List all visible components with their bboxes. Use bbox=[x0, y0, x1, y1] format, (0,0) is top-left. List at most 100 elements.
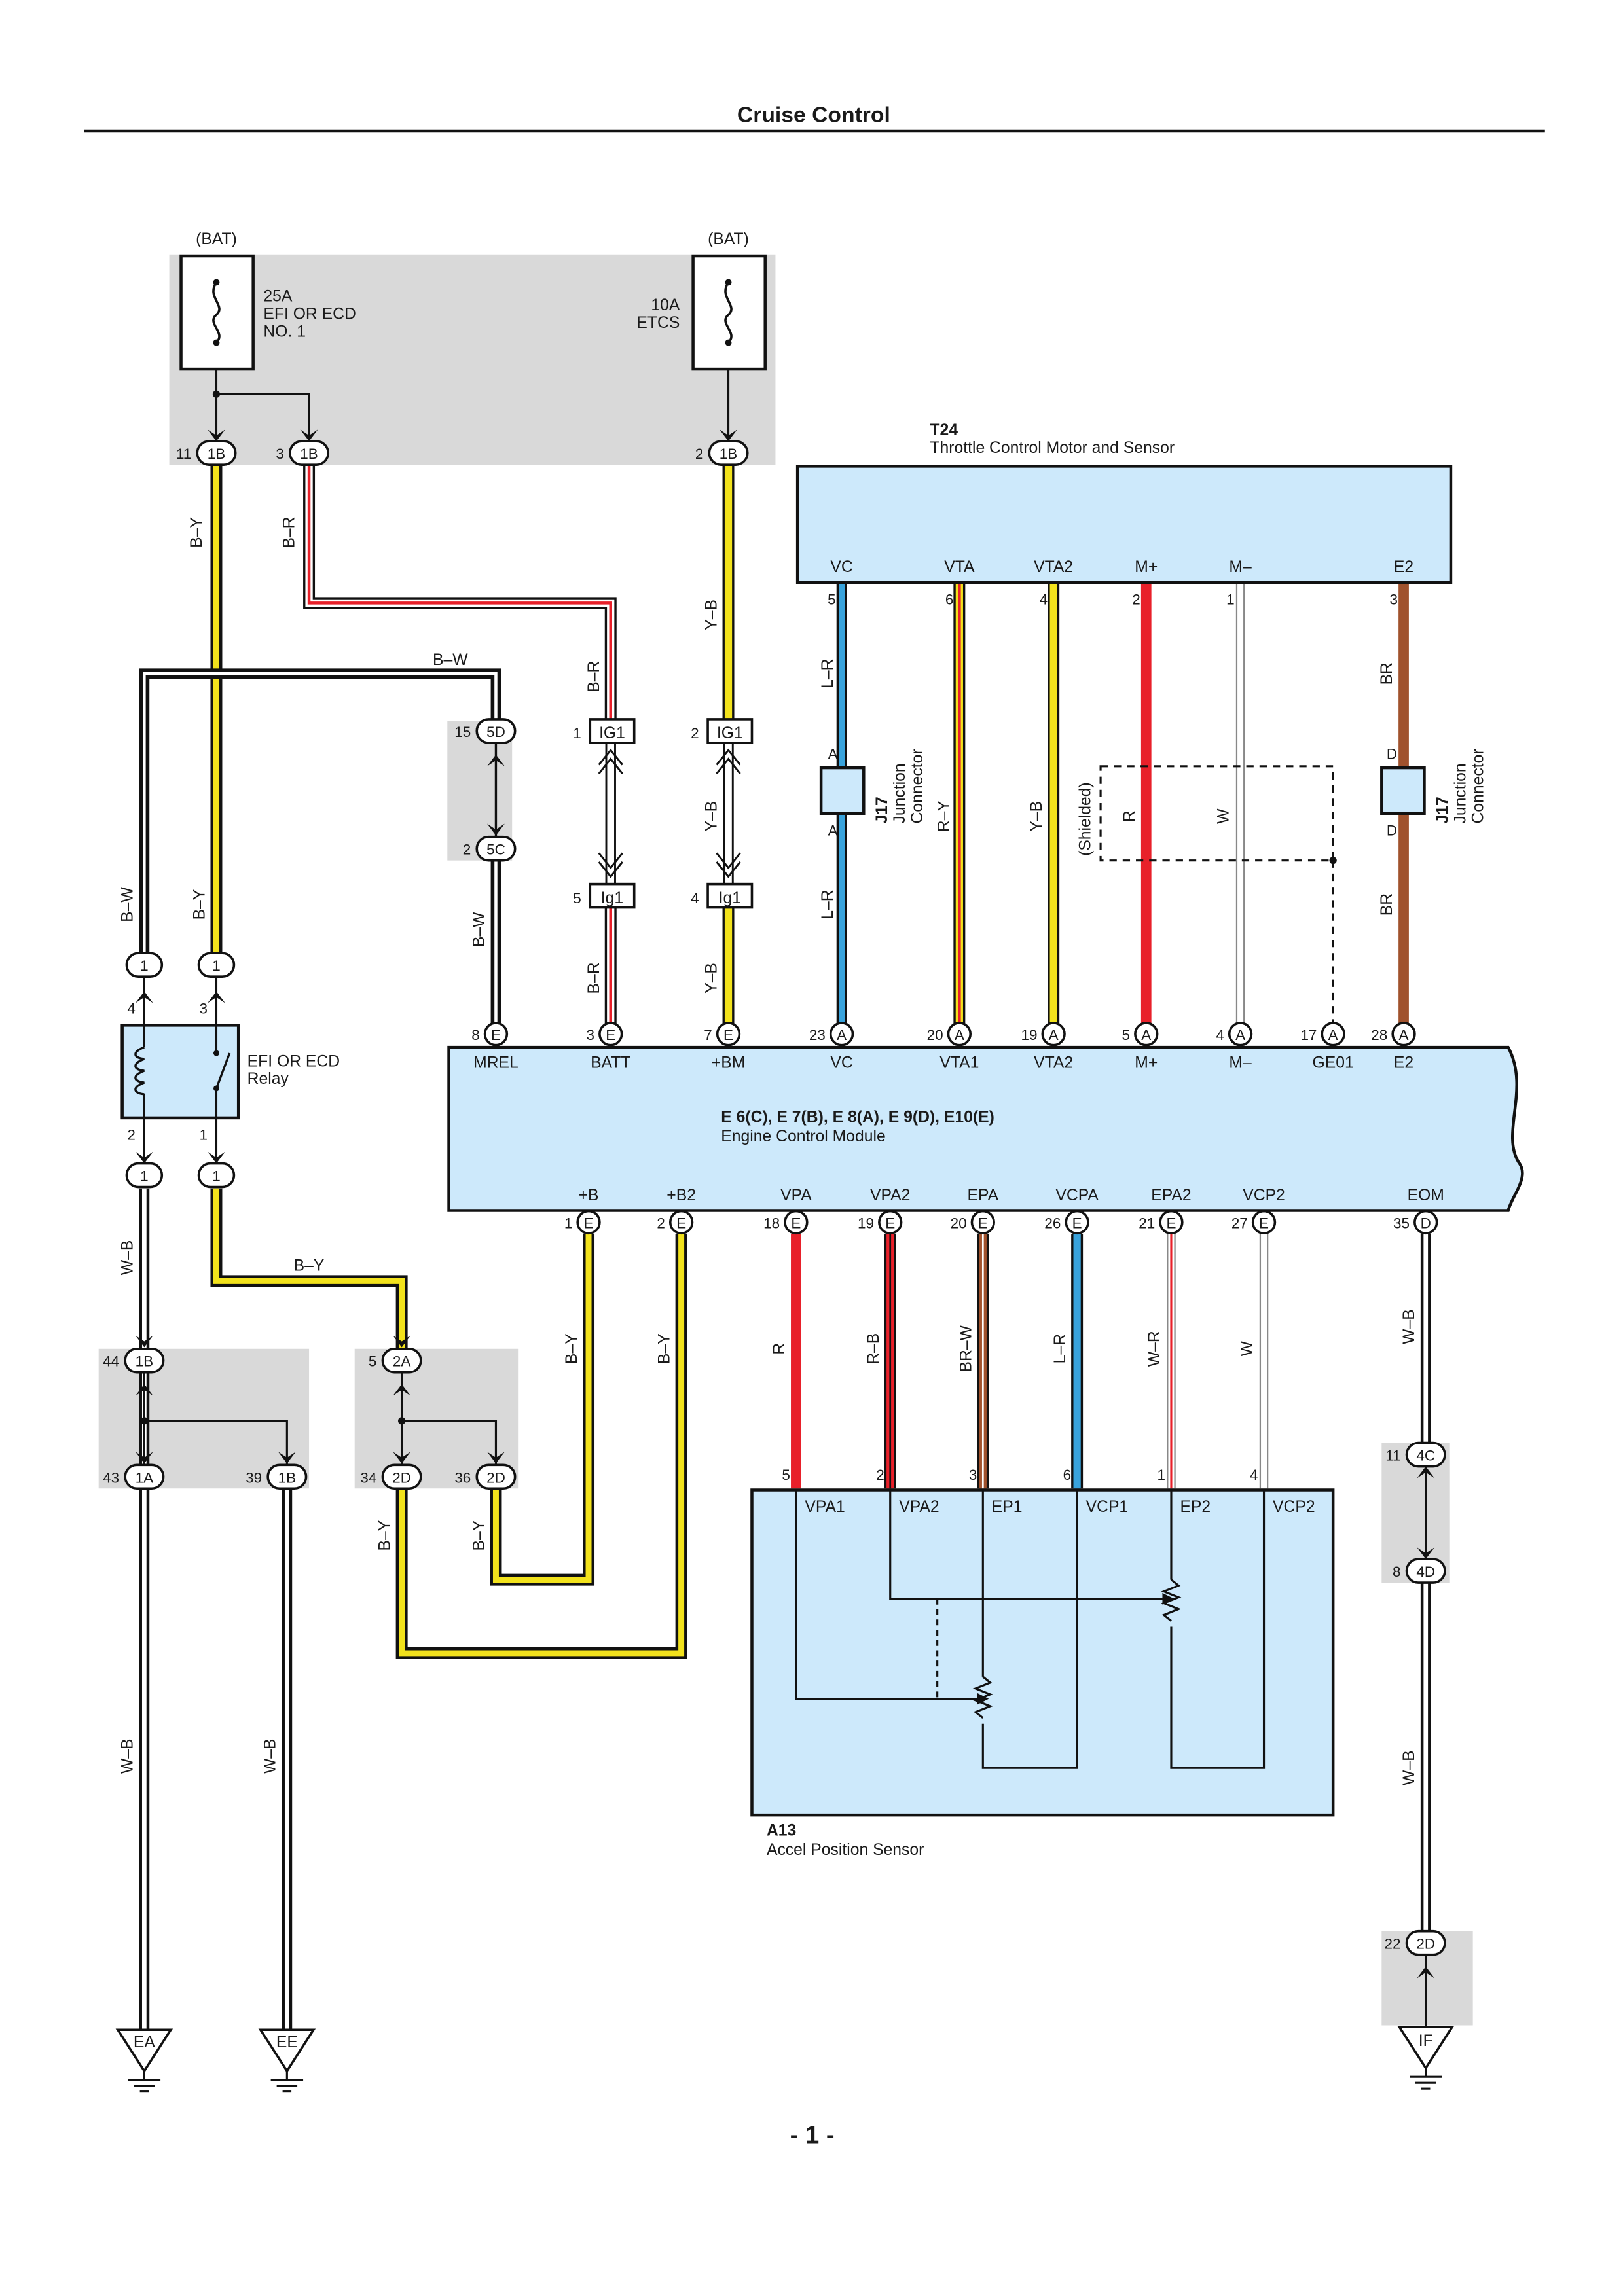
j17-code-right: J17 bbox=[1434, 797, 1451, 823]
a13-internal-circuit bbox=[795, 1490, 1266, 1769]
ecm-pin-circle bbox=[1413, 1210, 1438, 1235]
connector-oval bbox=[1405, 1929, 1446, 1956]
wire-color-label: BR bbox=[1378, 893, 1396, 916]
connector-oval bbox=[381, 1463, 422, 1490]
connector-number: 8 bbox=[1393, 1564, 1401, 1580]
wire-color-label: W–B bbox=[1400, 1750, 1418, 1785]
wire-color-label: BR–W bbox=[957, 1325, 975, 1372]
wire-color-label: B–R bbox=[281, 516, 299, 548]
j17-junction-right: D D J17 Junction Connector bbox=[1380, 746, 1487, 838]
wire-color-label: R bbox=[771, 1343, 788, 1355]
connector-number: 11 bbox=[176, 446, 191, 462]
connector-label: 1B bbox=[720, 446, 737, 462]
wire-color-label: W–B bbox=[119, 1240, 136, 1276]
ecm-pin-conn: E bbox=[1072, 1215, 1082, 1231]
ecm-pin-circle bbox=[1321, 1022, 1345, 1047]
t24-pin-number: 4 bbox=[1040, 592, 1048, 608]
wire-plus-b2 bbox=[395, 1234, 687, 1659]
ecm-pin-number: 18 bbox=[763, 1215, 780, 1231]
ecm-pin-label: E2 bbox=[1394, 1054, 1413, 1072]
ecm-pin-conn: E bbox=[723, 1027, 733, 1043]
ecm-pin-conn: A bbox=[1399, 1027, 1409, 1043]
connector-oval bbox=[266, 1463, 308, 1490]
a13-pin-label: EP1 bbox=[992, 1498, 1023, 1516]
wire-color-label: Y–B bbox=[1028, 801, 1046, 832]
t24-pin-number: 5 bbox=[828, 592, 835, 608]
wire-color-label: B–R bbox=[585, 962, 603, 994]
wire-plus-b bbox=[490, 1234, 595, 1586]
connector-oval bbox=[124, 1463, 165, 1490]
efi-fuse-number: NO. 1 bbox=[263, 323, 306, 341]
a13-pin-label: VPA2 bbox=[899, 1498, 939, 1516]
connector-number: 43 bbox=[103, 1469, 119, 1486]
ecm-pin-number: 27 bbox=[1231, 1215, 1248, 1231]
j17-code: J17 bbox=[873, 797, 891, 823]
a13-pin-label: EP2 bbox=[1180, 1498, 1211, 1516]
relay-connector-label: 1 bbox=[140, 1168, 149, 1185]
etcs-fuse-rating: 10A bbox=[651, 296, 680, 314]
connector-label: 2D bbox=[486, 1469, 505, 1486]
j17-pin-d-top: D bbox=[1387, 746, 1397, 762]
connector-label: 2D bbox=[392, 1469, 411, 1486]
connector-number: 3 bbox=[276, 446, 284, 462]
ecm-pin-number: 19 bbox=[858, 1215, 874, 1231]
ecm-pin-label: VPA2 bbox=[870, 1187, 910, 1204]
wire-color-label: L–R bbox=[1051, 1334, 1069, 1363]
a13-name: Accel Position Sensor bbox=[767, 1841, 924, 1859]
ecm-pin-circle bbox=[716, 1022, 741, 1047]
a13-pin-number: 5 bbox=[782, 1467, 790, 1483]
ecm-pin-conn: E bbox=[791, 1215, 801, 1231]
shield-outline bbox=[1099, 765, 1334, 1024]
connector-number: 44 bbox=[103, 1354, 119, 1370]
wire-color-label: B–Y bbox=[376, 1520, 394, 1551]
t24-pin-number: 6 bbox=[945, 592, 954, 608]
connector-oval bbox=[124, 1347, 165, 1374]
ecm-pin-number: 20 bbox=[927, 1027, 943, 1043]
wire-color-label: R–Y bbox=[936, 800, 953, 832]
ecm-pin-conn: E bbox=[584, 1215, 594, 1231]
connector-oval bbox=[475, 718, 517, 744]
t24-pin-label: VTA bbox=[944, 558, 975, 576]
wire-color-label: W bbox=[1239, 1340, 1256, 1356]
wire-color-label: R bbox=[1121, 810, 1139, 822]
relay-connector-label: 1 bbox=[212, 1168, 221, 1185]
connector-number: 34 bbox=[360, 1469, 376, 1486]
wire-color-label: B–Y bbox=[191, 889, 208, 920]
connector-label: 5C bbox=[486, 842, 505, 858]
ground-label: EA bbox=[134, 2034, 155, 2051]
a13-pin-number: 3 bbox=[969, 1467, 977, 1483]
ecm-pin-circle bbox=[829, 1022, 854, 1047]
ecm-pin-circle bbox=[668, 1210, 694, 1235]
ecm-pin-conn: E bbox=[1166, 1215, 1176, 1231]
ground-if: IF bbox=[1398, 2025, 1453, 2090]
ground-label: EE bbox=[276, 2034, 298, 2051]
ecm-pin-conn: E bbox=[606, 1027, 615, 1043]
ig1-label: IG1 bbox=[717, 725, 743, 742]
ecm-pin-circle bbox=[1159, 1210, 1184, 1235]
connector-label: 1B bbox=[136, 1354, 153, 1370]
wire-color-label: L–R bbox=[819, 889, 837, 919]
ecm-pin-circle bbox=[1134, 1022, 1159, 1047]
relay-pin: 1 bbox=[199, 1127, 208, 1143]
j17-name-right-2: Connector bbox=[1469, 749, 1487, 823]
connector-number: 36 bbox=[454, 1469, 471, 1486]
ecm-pin-number: 5 bbox=[1122, 1027, 1130, 1043]
connector-number: 39 bbox=[246, 1469, 262, 1486]
ecm-pin-circle bbox=[878, 1210, 903, 1235]
wire-color-label: BR bbox=[1378, 662, 1396, 685]
wire-color-label: B–W bbox=[433, 651, 468, 669]
bat-label-left: (BAT) bbox=[196, 230, 237, 248]
ecm-pin-label: +B bbox=[579, 1187, 599, 1204]
ecm-pin-label: VCP2 bbox=[1243, 1187, 1285, 1204]
ecm-codes: E 6(C), E 7(B), E 8(A), E 9(D), E10(E) bbox=[721, 1109, 994, 1126]
ecm-pin-conn: E bbox=[491, 1027, 501, 1043]
wire-color-label: W–B bbox=[261, 1738, 279, 1774]
ecm-pin-number: 28 bbox=[1371, 1027, 1387, 1043]
wire-b-r bbox=[303, 465, 617, 1024]
ig1-num: 4 bbox=[691, 890, 699, 906]
j17-junction-left: A A J17 Junction Connector bbox=[819, 746, 926, 838]
connector-label: 4C bbox=[1416, 1448, 1435, 1464]
ecm-pin-label: VC bbox=[830, 1054, 852, 1072]
wire-color-label: B–Y bbox=[294, 1257, 325, 1275]
t24-pin-number: 1 bbox=[1226, 592, 1235, 608]
